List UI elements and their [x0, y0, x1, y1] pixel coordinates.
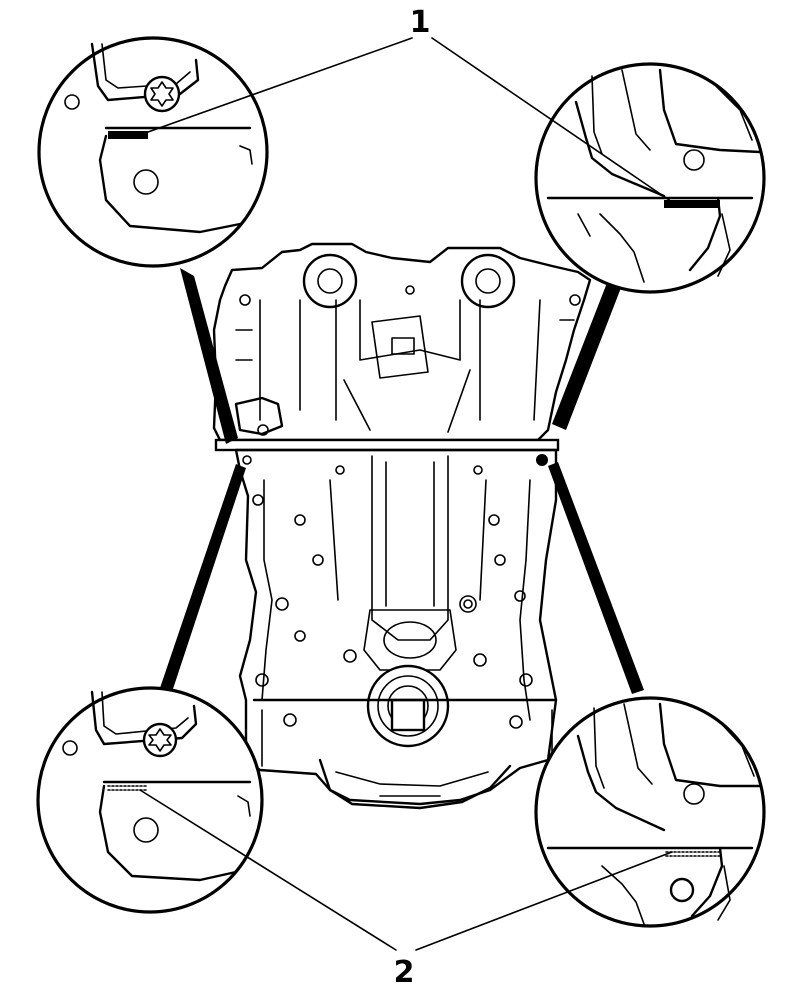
intake-cam-housing — [302, 253, 358, 309]
connector-bottom-right — [548, 462, 644, 694]
leader-1-right — [431, 37, 673, 203]
sealant-bead-1b — [664, 200, 720, 208]
connector-bottom-left — [160, 464, 246, 692]
head-gasket-joint — [214, 438, 560, 466]
zoom-detail-top-left — [37, 36, 269, 268]
sealant-bead-1a — [108, 131, 148, 139]
crankshaft-pulley — [366, 664, 450, 748]
torx-bolt-icon — [142, 722, 178, 758]
connector-top-left — [180, 268, 238, 444]
leader-2-right — [415, 851, 673, 951]
zoom-detail-bottom-left — [36, 686, 264, 914]
callout-label-1: 1 — [410, 5, 431, 40]
callout-leaders — [139, 37, 673, 951]
torx-bolt-icon — [143, 75, 181, 113]
zoom-connectors — [160, 268, 644, 694]
sealant-bead-2b — [665, 851, 723, 857]
leader-1-left — [147, 37, 413, 133]
connector-top-right — [552, 270, 624, 430]
cam-sensor — [234, 396, 284, 436]
callout-label-2: 2 — [394, 955, 415, 990]
cylinder-head — [212, 242, 592, 442]
timing-cover — [234, 448, 558, 810]
head-bolt-right — [536, 454, 548, 466]
exhaust-cam-housing — [460, 253, 516, 309]
leader-2-left — [139, 789, 397, 951]
zoom-detail-top-right — [534, 62, 766, 294]
zoom-detail-bottom-right — [534, 696, 766, 928]
engine-block — [212, 242, 592, 810]
